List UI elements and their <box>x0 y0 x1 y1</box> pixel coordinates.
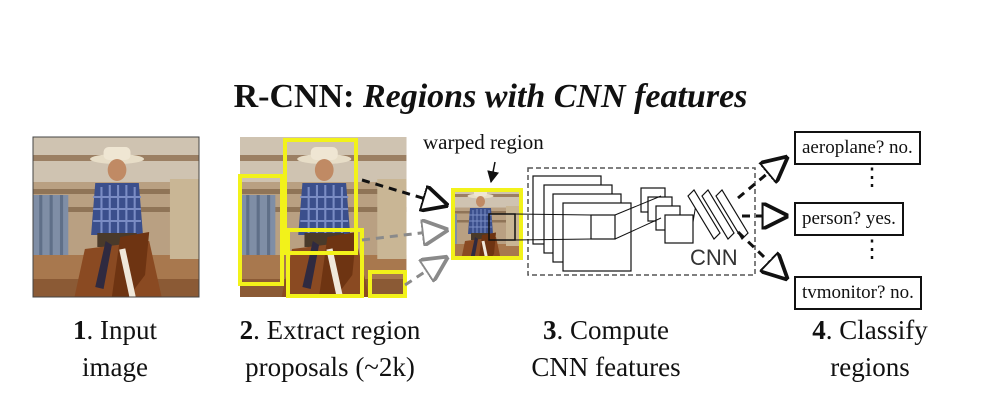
ellipsis-lower: ⋮ <box>860 237 884 263</box>
region-proposal-boxes <box>238 138 407 298</box>
step-1-line2: image <box>82 352 148 382</box>
input-image <box>33 137 199 297</box>
step-1-line1: 1. Input <box>73 315 157 345</box>
step-4-caption: 4. Classify regions <box>780 312 960 386</box>
ellipsis-upper: ⋮ <box>860 165 884 191</box>
cnn-fc-layers <box>687 189 749 240</box>
warped-region-label: warped region <box>423 130 544 154</box>
title-italic: Regions with CNN features <box>362 78 748 115</box>
diagram-title: R-CNN: Regions with CNN features <box>0 78 981 116</box>
step-2-line1: 2. Extract region <box>239 315 421 345</box>
cnn-layers <box>532 175 694 272</box>
step-3-line1: 3. Compute <box>543 315 669 345</box>
cnn-label: CNN <box>690 245 738 270</box>
class-box-tvmonitor: tvmonitor? no. <box>794 276 922 310</box>
proposals-image <box>238 137 407 298</box>
classify-arrows <box>736 158 786 278</box>
step-2-line2: proposals (~2k) <box>245 352 415 382</box>
step-3-line2: CNN features <box>531 352 681 382</box>
step-2-caption: 2. Extract region proposals (~2k) <box>203 312 457 386</box>
step-1-caption: 1. Input image <box>50 312 180 386</box>
title-prefix: R-CNN: <box>233 78 363 115</box>
cnn-connections <box>514 195 698 241</box>
step-4-line2: regions <box>830 352 910 382</box>
proposal-arrows <box>361 178 446 287</box>
step-4-line1: 4. Classify <box>812 315 928 345</box>
class-box-aeroplane: aeroplane? no. <box>794 131 921 165</box>
warped-region <box>451 161 523 260</box>
cnn-dashed-box <box>527 167 756 276</box>
step-3-caption: 3. Compute CNN features <box>500 312 712 386</box>
class-box-person: person? yes. <box>794 202 904 236</box>
